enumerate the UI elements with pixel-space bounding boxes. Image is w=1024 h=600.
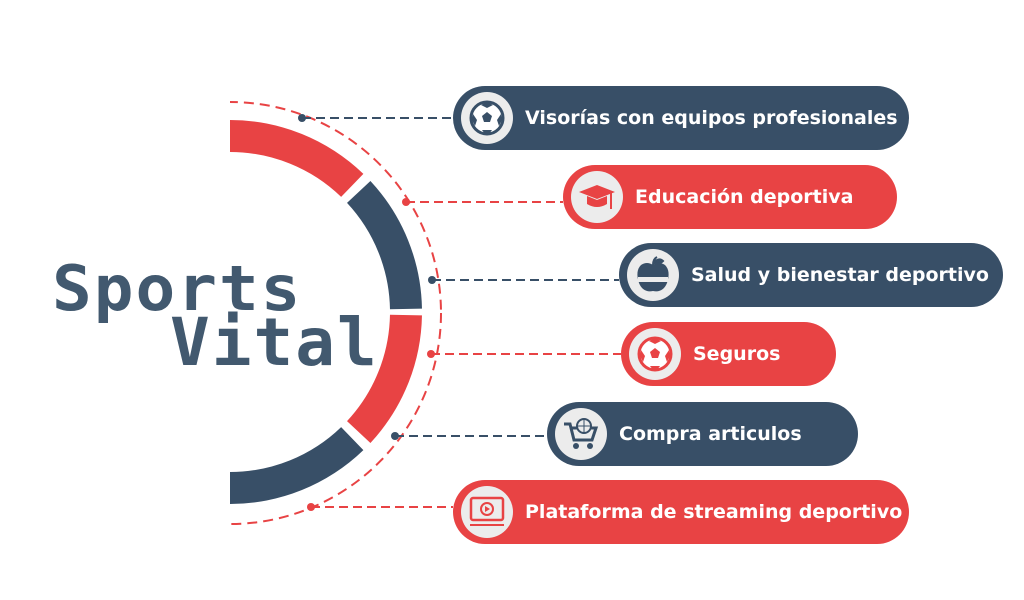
item-label: Visorías con equipos profesionales <box>525 107 898 129</box>
connector-dot-6 <box>307 503 315 511</box>
item-label: Seguros <box>693 343 781 365</box>
video-screen-icon <box>461 486 513 538</box>
connector-dot-1 <box>298 114 306 122</box>
item-streaming[interactable]: Plataforma de streaming deportivo <box>453 480 909 544</box>
item-educacion[interactable]: Educación deportiva <box>563 165 897 229</box>
item-label: Plataforma de streaming deportivo <box>525 501 903 523</box>
arc-segment-1 <box>230 120 364 197</box>
apple-measure-icon <box>627 249 679 301</box>
logo-line-2: Vital <box>170 304 379 381</box>
graduation-cap-icon <box>571 171 623 223</box>
sports-vital-logo: Sports Vital <box>52 251 377 375</box>
arc-segment-4 <box>230 427 364 504</box>
arc-segment-2 <box>347 181 422 310</box>
item-label: Educación deportiva <box>635 186 854 208</box>
connector-dot-2 <box>402 198 410 206</box>
item-salud[interactable]: Salud y bienestar deportivo <box>619 243 1003 307</box>
soccer-ball-icon <box>629 328 681 380</box>
item-label: Compra articulos <box>619 423 802 445</box>
shopping-cart-globe-icon <box>555 408 607 460</box>
arc-segment-3 <box>347 314 422 443</box>
item-seguros[interactable]: Seguros <box>621 322 836 386</box>
logo-line-1: Sports <box>52 251 303 326</box>
connector-dot-5 <box>391 432 399 440</box>
item-visorias[interactable]: Visorías con equipos profesionales <box>453 86 909 150</box>
soccer-ball-icon <box>461 92 513 144</box>
connector-dot-4 <box>427 350 435 358</box>
item-compra[interactable]: Compra articulos <box>547 402 858 466</box>
item-label: Salud y bienestar deportivo <box>691 264 989 286</box>
connector-dot-3 <box>428 276 436 284</box>
